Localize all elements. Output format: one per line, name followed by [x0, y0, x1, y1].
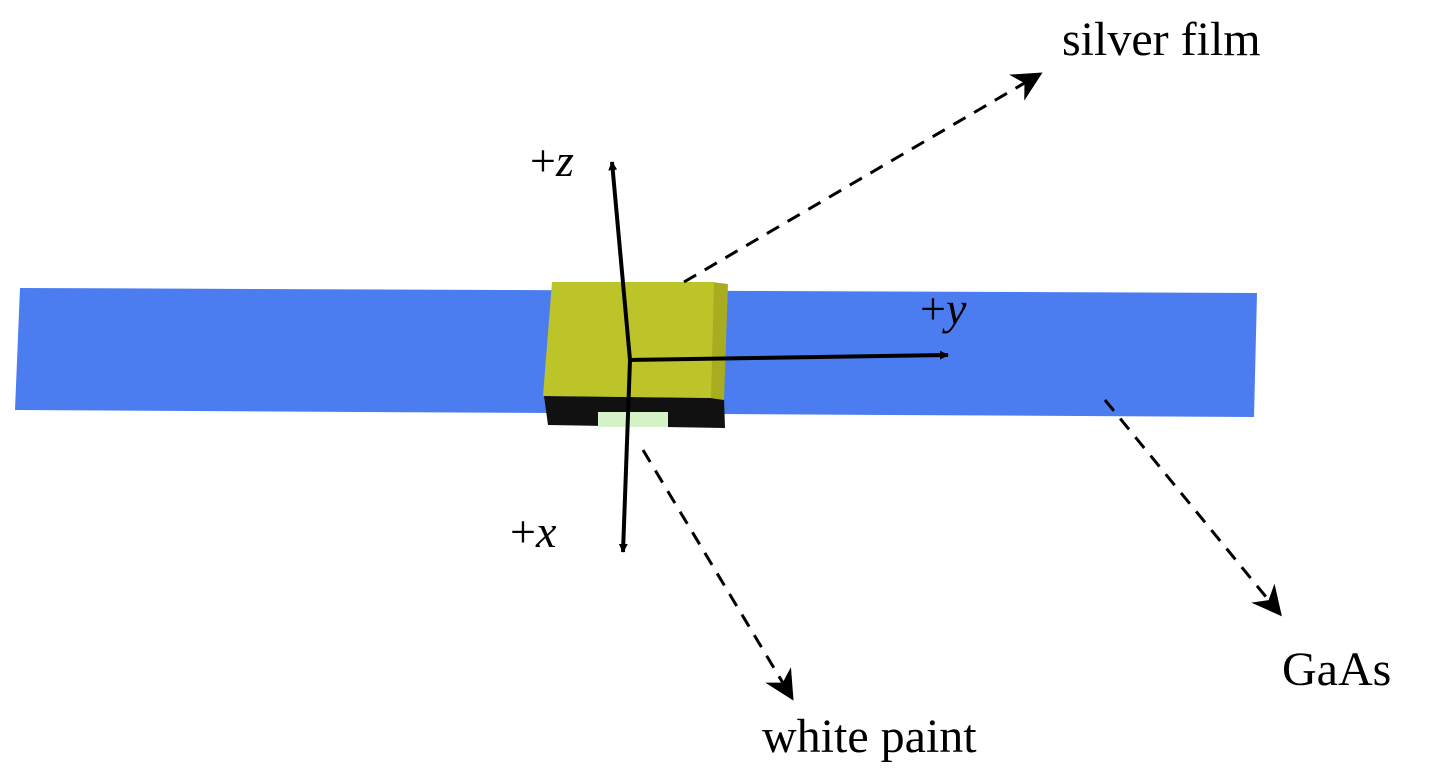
gaas-leader [1103, 399, 1282, 617]
z-axis-label: +z [530, 135, 574, 186]
white-paint-label: white paint [762, 710, 977, 763]
silver-film-label: silver film [1062, 13, 1261, 66]
white-paint-patch [598, 412, 668, 427]
y-axis-arrow [629, 350, 949, 362]
y-axis-label: +y [920, 283, 967, 334]
white-paint-leader [641, 449, 794, 701]
silver-film-side [710, 282, 728, 400]
x-axis-label: +x [510, 506, 557, 557]
z-axis-arrow [608, 161, 632, 361]
x-axis-arrow [618, 359, 632, 553]
gaas-label: GaAs [1282, 643, 1391, 696]
silver-film-leader [683, 72, 1043, 284]
